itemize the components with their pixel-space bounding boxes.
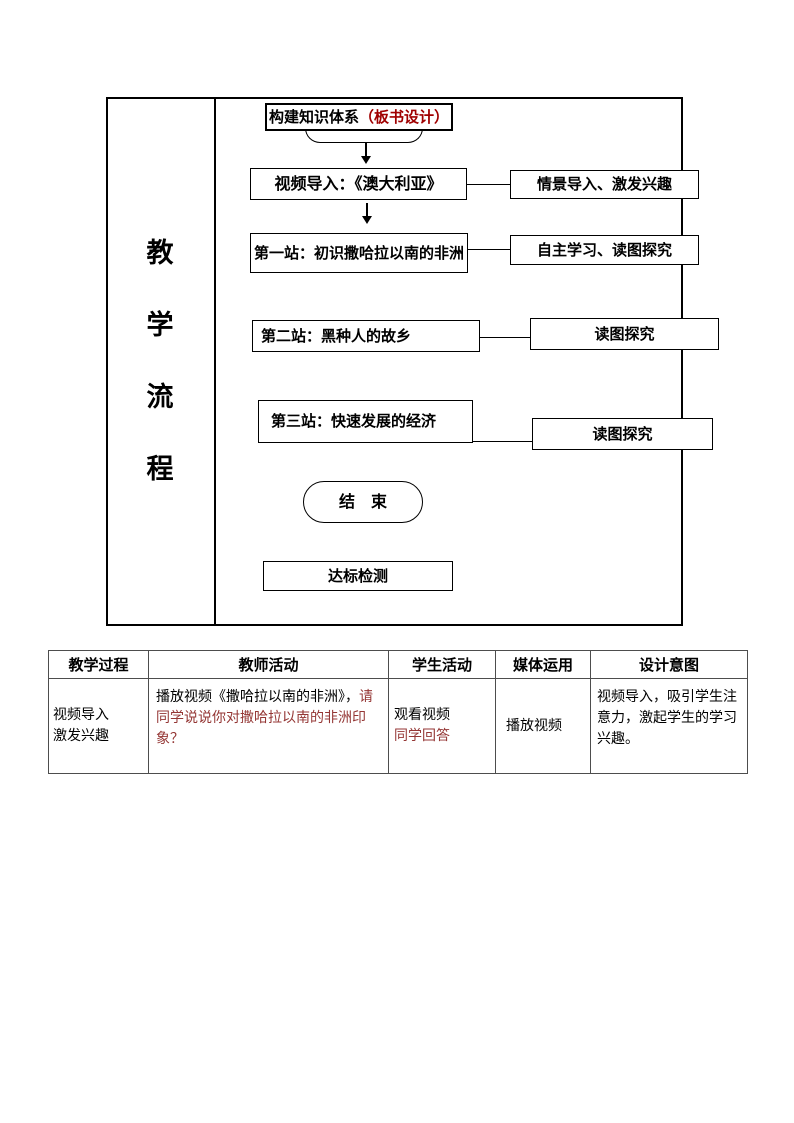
header-teacher-activity: 教师活动	[148, 650, 389, 679]
table-header-row: 教学过程 教师活动 学生活动 媒体运用 设计意图	[48, 650, 748, 679]
header-media-use: 媒体运用	[495, 650, 591, 679]
down-arrow-head	[361, 156, 371, 164]
flow-box-station3-label: 第三站：快速发展的经济	[271, 412, 437, 430]
flow-box-station3: 第三站：快速发展的经济	[258, 400, 473, 443]
lesson-table: 教学过程 教师活动 学生活动 媒体运用 设计意图 视频导入 激发兴趣 播放视频《…	[48, 650, 748, 774]
flow-note-map-explore-1: 读图探究	[530, 318, 719, 350]
flow-note-scenario-intro: 情景导入、激发兴趣	[510, 170, 699, 199]
flow-box-build-knowledge-label: 构建知识体系	[268, 107, 359, 126]
flow-box-station1: 第一站：初识撒哈拉以南的非洲	[250, 233, 468, 273]
flow-oval-end-label: 结 束	[338, 492, 387, 511]
table-row: 视频导入 激发兴趣 播放视频《撒哈拉以南的非洲》，请同学说说你对撒哈拉以南的非洲…	[48, 678, 748, 774]
header-design-intent: 设计意图	[590, 650, 748, 679]
side-label-char: 教	[146, 238, 174, 269]
connector-line	[473, 441, 532, 442]
flow-box-video-intro-label: 视频导入：《澳大利亚》	[274, 174, 443, 193]
flow-note-map-explore-1-label: 读图探究	[594, 324, 655, 343]
connector-line	[467, 184, 510, 185]
flow-box-standard-check-label: 达标检测	[327, 566, 388, 585]
flow-note-scenario-intro-label: 情景导入、激发兴趣	[536, 175, 672, 193]
flow-note-self-study: 自主学习、读图探究	[510, 235, 699, 265]
student-activity-watch: 观看视频	[394, 707, 450, 723]
down-arrow-line	[365, 142, 367, 156]
frame-column-divider	[214, 97, 216, 626]
cell-media-use: 播放视频	[495, 678, 591, 774]
cell-teacher-activity: 播放视频《撒哈拉以南的非洲》，请同学说说你对撒哈拉以南的非洲印象？	[148, 678, 389, 774]
flow-box-video-intro: 视频导入：《澳大利亚》	[250, 168, 467, 200]
connector-line	[468, 249, 510, 250]
flow-box-board-design-label: （板书设计）	[359, 107, 450, 126]
cell-student-activity: 观看视频 同学回答	[388, 678, 496, 774]
flow-box-station2-label: 第二站：黑种人的故乡	[261, 326, 412, 345]
side-label-char: 程	[146, 454, 174, 485]
flow-note-map-explore-2-label: 读图探究	[592, 424, 653, 443]
flow-box-build-knowledge: 构建知识体系（板书设计）	[265, 103, 453, 131]
down-arrow-head	[362, 216, 372, 224]
side-label-char: 流	[146, 382, 174, 413]
header-teaching-process: 教学过程	[48, 650, 149, 679]
cell-teaching-process: 视频导入 激发兴趣	[48, 678, 149, 774]
cell-design-intent: 视频导入，吸引学生注意力，激起学生的学习兴趣。	[590, 678, 748, 774]
flow-note-map-explore-2: 读图探究	[532, 418, 713, 450]
student-activity-answer: 同学回答	[394, 728, 450, 744]
flow-box-standard-check: 达标检测	[263, 561, 453, 591]
process-line2: 激发兴趣	[53, 728, 109, 744]
design-intent-text: 视频导入，吸引学生注意力，激起学生的学习兴趣。	[597, 689, 737, 747]
process-line1: 视频导入	[53, 707, 109, 723]
side-label-teaching-flow: 教 学 流 程	[106, 97, 214, 626]
flow-note-self-study-label: 自主学习、读图探究	[536, 240, 672, 259]
connector-line	[480, 337, 530, 338]
flow-box-station2: 第二站：黑种人的故乡	[252, 320, 480, 352]
media-use-text: 播放视频	[506, 717, 562, 734]
teacher-activity-question: 请同学说说你对撒哈拉以南的非洲印象？	[156, 689, 373, 747]
flow-oval-end: 结 束	[303, 481, 423, 523]
header-student-activity: 学生活动	[388, 650, 496, 679]
side-label-char: 学	[146, 310, 174, 341]
flow-box-station1-label: 第一站：初识撒哈拉以南的非洲	[253, 243, 464, 262]
teacher-activity-text: 播放视频《撒哈拉以南的非洲》，	[156, 689, 359, 705]
down-arrow-line	[366, 203, 368, 216]
